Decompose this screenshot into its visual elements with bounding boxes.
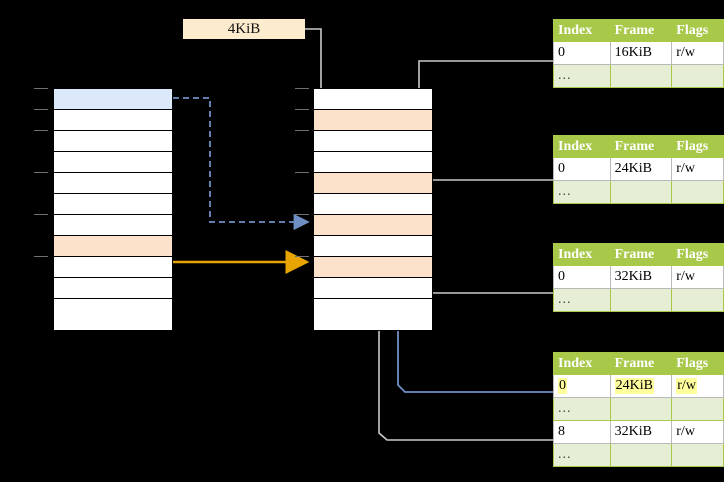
ruler-tick [34,130,48,131]
highlighted-value: 0 [558,378,567,394]
virtual-page-row-1 [54,110,172,131]
ruler-tick [34,88,48,89]
physical-frame-row-6 [314,215,432,236]
page-table-level-3-cell-index: 0 [553,265,611,289]
page-table-level-1-cell-flags: r/w [671,41,724,65]
page-table-level-4-cell-frame [609,443,673,467]
page-table-level-4-cell-frame: 32KiB [609,420,673,444]
page-table-level-4-cell-flags: r/w [671,374,724,398]
virtual-page-row-10 [54,299,172,320]
page-table-level-1-header-index: Index [553,19,611,42]
wire-virtual-page-mapping-dashed [173,97,310,231]
ruler-tick [295,88,309,89]
page-table-level-2-header-flags: Flags [671,135,724,158]
page-table-level-4-cell-frame: 24KiB [609,374,673,398]
page-table-level-4-cell-flags [671,443,724,467]
virtual-page-row-5 [54,194,172,215]
physical-frame-row-2 [314,131,432,152]
page-table-level-1-cell-index: 0 [553,41,611,65]
page-table-level-4-cell-index: ... [553,443,611,467]
physical-frame-row-1 [314,110,432,131]
page-table-level-4-cell-index: 8 [553,420,611,444]
page-table-level-2-cell-index: 0 [553,157,611,181]
page-table-level-4-cell-flags: r/w [671,420,724,444]
page-table-level-1-header-flags: Flags [671,19,724,42]
page-table-level-3-cell-index: ... [553,288,611,312]
page-table-level-3-header-flags: Flags [671,243,724,266]
virtual-page-row-4 [54,173,172,194]
ruler-tick [295,109,309,110]
page-table-level-2-row: ... [553,180,724,204]
page-size-label: 4KiB [227,21,261,37]
page-table-level-2-header-index: Index [553,135,611,158]
page-table-level-2-cell-flags: r/w [671,157,724,181]
virtual-page-row-8 [54,257,172,278]
physical-frame-row-3 [314,152,432,173]
virtual-page-row-2 [54,131,172,152]
virtual-page-row-3 [54,152,172,173]
ruler-tick [295,130,309,131]
page-table-level-3-cell-frame: 32KiB [609,265,673,289]
virtual-page-row-9 [54,278,172,299]
ruler-tick [34,214,48,215]
physical-memory-column [313,88,433,331]
ruler-tick [34,256,48,257]
highlighted-value: 24KiB [614,378,654,394]
virtual-address-column [53,88,173,331]
virtual-page-row-0 [54,89,172,110]
page-table-level-1-header-frame: Frame [609,19,673,42]
page-table-level-4-cell-index: ... [553,397,611,421]
physical-frame-row-10 [314,299,432,320]
page-table-level-4-header-index: Index [553,352,611,375]
page-table-level-4-row: ... [553,443,724,467]
physical-frame-row-5 [314,194,432,215]
page-table-level-2-header-frame: Frame [609,135,673,158]
page-table-level-1-cell-frame [609,64,673,88]
ruler-tick [295,172,309,173]
page-table-level-2-cell-frame: 24KiB [609,157,673,181]
page-table-level-3-cell-flags [671,288,724,312]
page-table-level-2-cell-frame [609,180,673,204]
page-table-level-1-cell-flags [671,64,724,88]
physical-frame-row-7 [314,236,432,257]
page-table-level-4-cell-index: 0 [553,374,611,398]
page-table-level-4-row: ... [553,397,724,421]
page-table-level-3-cell-frame [609,288,673,312]
ruler-tick [295,214,309,215]
page-size-tag: 4KiB [183,19,305,39]
page-table-level-3-header-frame: Frame [609,243,673,266]
page-table-level-2-cell-index: ... [553,180,611,204]
wire-table1-to-frame [417,60,553,186]
physical-frame-row-8 [314,257,432,278]
ruler-tick [34,172,48,173]
virtual-page-row-7 [54,236,172,257]
page-table-level-4-row: 0 24KiB r/w [553,374,724,398]
physical-frame-row-4 [314,173,432,194]
page-table-level-4-header-frame: Frame [609,352,673,375]
page-table-level-4-cell-frame [609,397,673,421]
physical-frame-row-0 [314,89,432,110]
ruler-tick [295,256,309,257]
page-table-level-4-header-flags: Flags [671,352,724,375]
page-table-level-2-cell-flags [671,180,724,204]
page-table-level-3-header-index: Index [553,243,611,266]
page-table-level-1-cell-frame: 16KiB [609,41,673,65]
ruler-tick [34,109,48,110]
page-table-level-3-row: ... [553,288,724,312]
page-table-level-1-row: ... [553,64,724,88]
virtual-page-row-6 [54,215,172,236]
page-table-level-4-cell-flags [671,397,724,421]
highlighted-value: r/w [676,378,697,394]
page-table-level-3-cell-flags: r/w [671,265,724,289]
physical-frame-row-9 [314,278,432,299]
page-table-level-1-cell-index: ... [553,64,611,88]
